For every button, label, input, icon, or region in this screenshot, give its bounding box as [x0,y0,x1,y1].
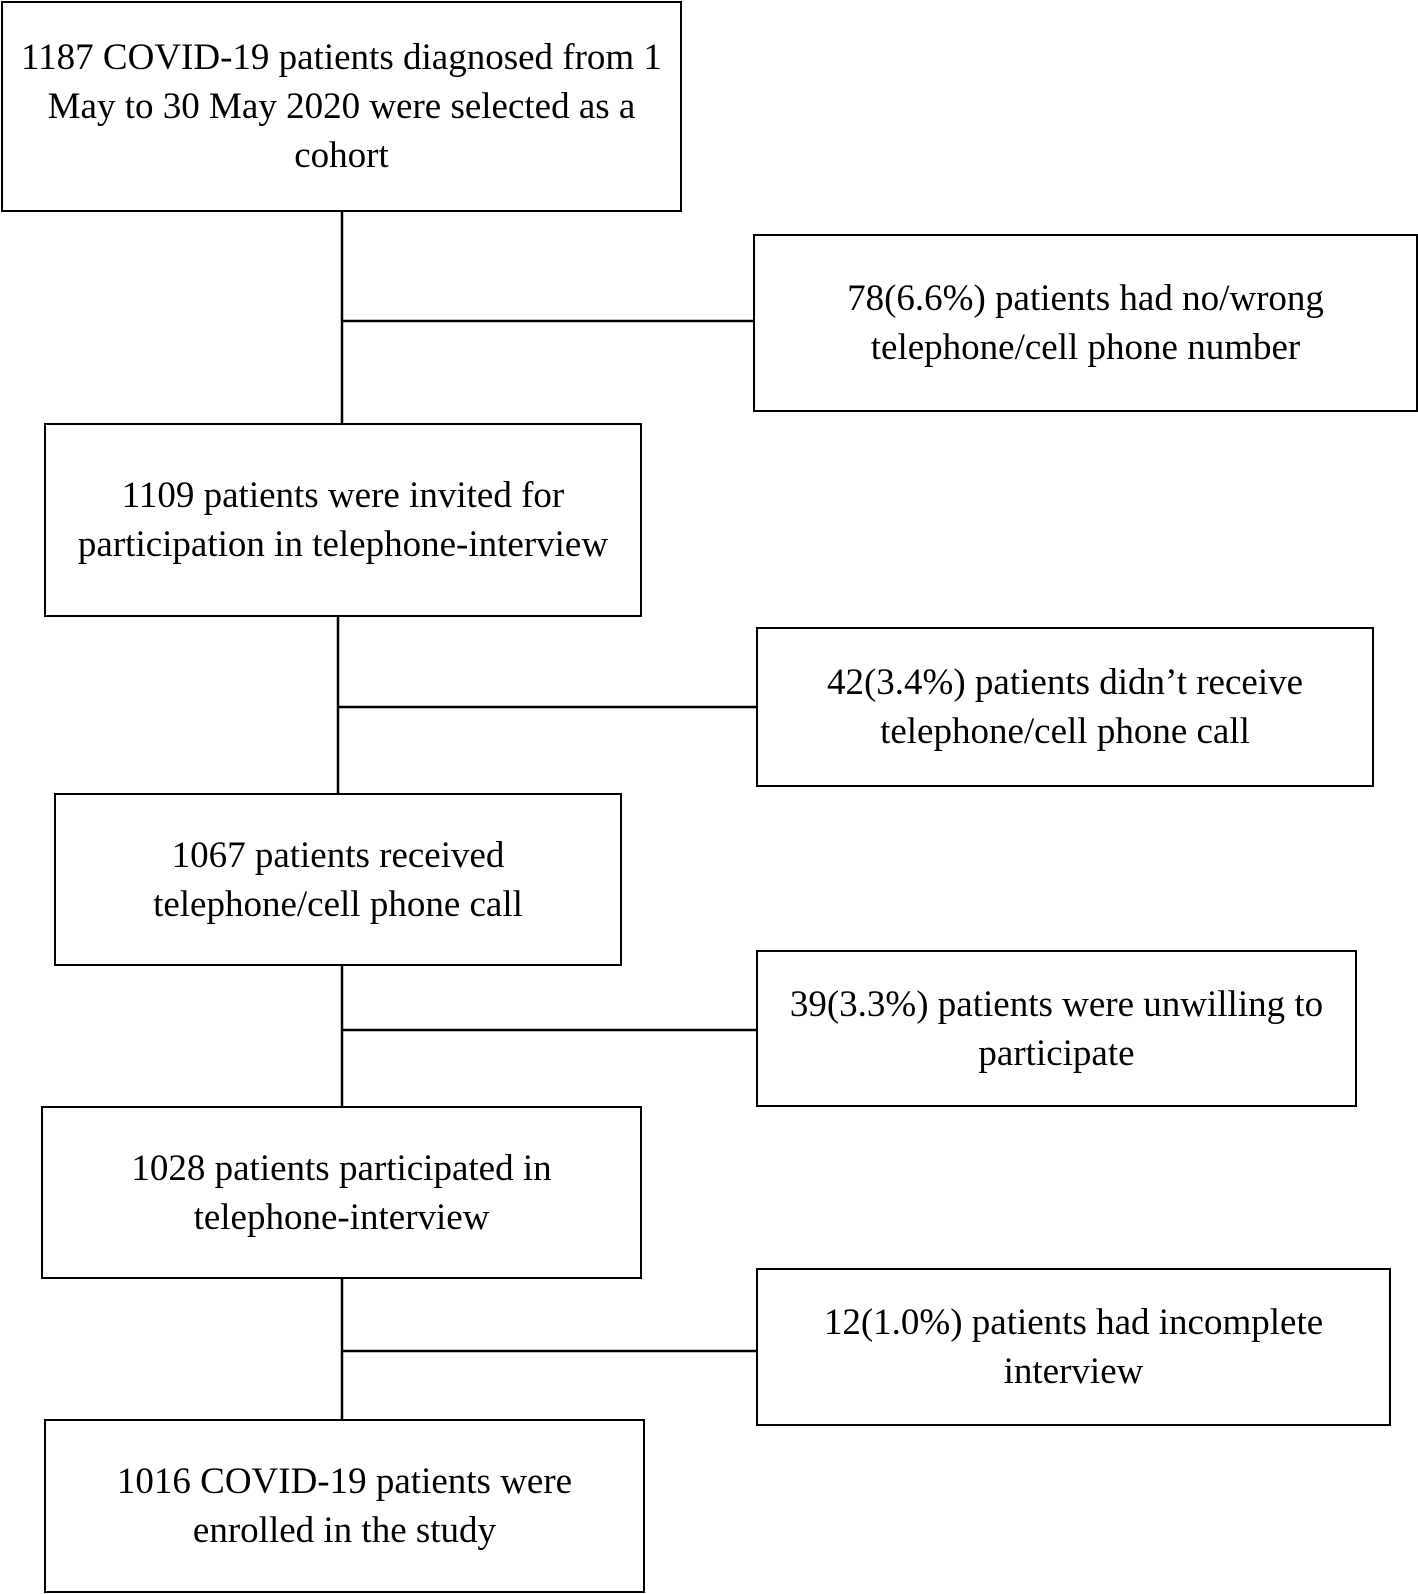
participated-interview-text: 1028 patients participated in telephone-… [131,1147,552,1238]
cohort-selection-box: 1187 COVID-19 patients diagnosed from 1 … [1,1,682,212]
exclusion-incomplete-box: 12(1.0%) patients had incomplete intervi… [756,1268,1391,1426]
enrolled-patients-text: 1016 COVID-19 patients were enrolled in … [116,1461,573,1551]
enrolled-patients-box: 1016 COVID-19 patients were enrolled in … [44,1419,645,1593]
received-call-box: 1067 patients received telephone/cell ph… [54,793,622,966]
exclusion-no-call-text: 42(3.4%) patients didn’t receive telepho… [826,662,1304,752]
exclusion-unwilling-box: 39(3.3%) patients were unwilling to part… [756,950,1357,1107]
exclusion-no-phone-text: 78(6.6%) patients had no/wrong telephone… [847,278,1324,368]
invited-patients-box: 1109 patients were invited for participa… [44,423,642,617]
invited-patients-text: 1109 patients were invited for participa… [77,475,609,565]
cohort-selection-text: 1187 COVID-19 patients diagnosed from 1 … [21,37,662,176]
received-call-text: 1067 patients received telephone/cell ph… [153,834,523,925]
participated-interview-box: 1028 patients participated in telephone-… [41,1106,642,1279]
exclusion-no-call-box: 42(3.4%) patients didn’t receive telepho… [756,627,1374,787]
exclusion-unwilling-text: 39(3.3%) patients were unwilling to part… [789,983,1324,1074]
exclusion-incomplete-text: 12(1.0%) patients had incomplete intervi… [823,1302,1324,1392]
exclusion-no-phone-box: 78(6.6%) patients had no/wrong telephone… [753,234,1418,412]
